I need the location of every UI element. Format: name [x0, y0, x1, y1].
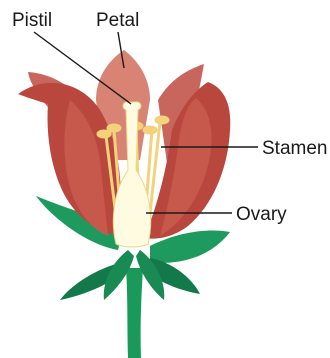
stem: [126, 268, 143, 358]
label-stamen: Stamen: [262, 138, 327, 159]
label-petal: Petal: [96, 10, 139, 31]
anther-4: [156, 117, 168, 123]
label-ovary: Ovary: [236, 204, 287, 225]
label-pistil: Pistil: [12, 10, 52, 31]
anther-3: [144, 127, 156, 133]
anther-1: [98, 131, 110, 137]
anther-2: [108, 125, 120, 131]
